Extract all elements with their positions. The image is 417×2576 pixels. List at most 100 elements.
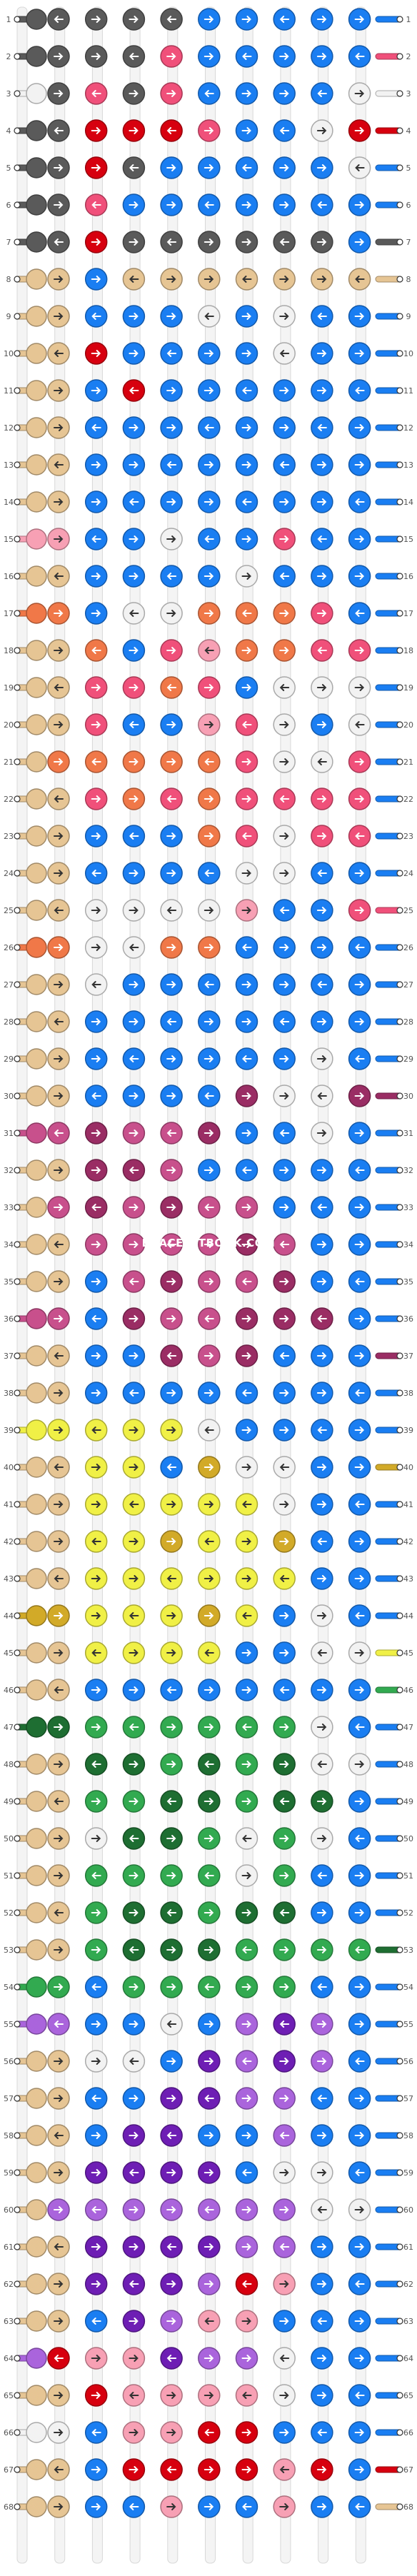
arrow-right-icon: [316, 1835, 327, 1842]
row-label-right: 33: [403, 1203, 413, 1212]
right-edge-end: [396, 313, 403, 320]
edge-knot-left: [26, 2199, 47, 2220]
arrow-left-icon: [166, 238, 177, 246]
arrow-left-icon: [166, 2021, 177, 2028]
arrow-right-icon: [316, 1501, 327, 1508]
arrow-right-icon: [204, 2392, 214, 2399]
arrow-left-icon: [129, 498, 139, 505]
arrow-right-icon: [316, 1129, 327, 1137]
arrow-left-icon: [355, 1389, 365, 1397]
arrow-right-icon: [166, 498, 176, 505]
arrow-left-icon: [317, 758, 327, 765]
arrow-right-icon: [91, 1018, 101, 1025]
row-label-right: 27: [403, 980, 413, 990]
row-label-left: 28: [4, 1017, 14, 1027]
arrow-left-icon: [54, 350, 64, 357]
right-edge-end: [396, 424, 403, 431]
right-edge-end: [396, 1092, 403, 1100]
row-label-right: 24: [403, 869, 413, 878]
arrow-right-icon: [204, 2355, 214, 2362]
arrow-left-icon: [166, 2355, 177, 2362]
left-edge-end: [14, 832, 21, 840]
arrow-right-icon: [54, 2058, 64, 2065]
arrow-left-icon: [355, 944, 365, 951]
arrow-left-icon: [166, 1018, 177, 1025]
row-label-left: 43: [4, 1574, 14, 1584]
arrow-right-icon: [354, 238, 365, 246]
edge-knot-left: [26, 751, 47, 773]
arrow-right-icon: [91, 2466, 101, 2473]
arrow-right-icon: [241, 2095, 251, 2102]
arrow-right-icon: [279, 2503, 289, 2510]
left-edge-end: [14, 907, 21, 914]
row-label-right: 55: [403, 2020, 413, 2029]
arrow-right-icon: [204, 387, 214, 394]
arrow-right-icon: [166, 2503, 176, 2510]
arrow-right-icon: [54, 1092, 64, 1100]
arrow-right-icon: [91, 907, 101, 914]
row-label-right: 40: [403, 1463, 413, 1472]
arrow-right-icon: [354, 350, 365, 357]
left-edge-end: [14, 1686, 21, 1694]
row-label-left: 26: [4, 943, 14, 952]
arrow-left-icon: [355, 164, 365, 171]
edge-knot-left: [26, 1345, 47, 1367]
left-edge-end: [14, 164, 21, 171]
arrow-right-icon: [166, 313, 176, 320]
arrow-right-icon: [204, 1241, 214, 1248]
arrow-left-icon: [204, 424, 214, 431]
edge-knot-left: [26, 343, 47, 364]
arrow-right-icon: [166, 647, 176, 654]
right-edge-end: [396, 1946, 403, 1953]
arrow-left-icon: [242, 387, 252, 394]
arrow-left-icon: [129, 1278, 139, 1285]
arrow-right-icon: [354, 1018, 365, 1025]
arrow-right-icon: [316, 2355, 327, 2362]
arrow-right-icon: [129, 238, 139, 246]
arrow-right-icon: [316, 461, 327, 468]
arrow-left-icon: [54, 127, 64, 134]
arrow-right-icon: [54, 647, 64, 654]
right-edge-end: [396, 1241, 403, 1248]
row-label-left: 66: [4, 2428, 14, 2437]
row-label-left: 15: [4, 535, 14, 544]
arrow-right-icon: [166, 53, 176, 60]
row-label-right: 36: [403, 1314, 413, 1324]
arrow-right-icon: [54, 1983, 64, 1991]
left-edge-end: [14, 1464, 21, 1471]
edge-knot-left: [26, 2088, 47, 2109]
row-label-right: 23: [403, 832, 413, 841]
right-edge-end: [396, 1649, 403, 1656]
arrow-left-icon: [279, 238, 290, 246]
arrow-right-icon: [279, 53, 289, 60]
edge-knot-left: [26, 1791, 47, 1812]
row-label-right: 18: [403, 646, 413, 655]
edge-knot-left: [26, 2310, 47, 2332]
arrow-left-icon: [91, 1315, 101, 1322]
left-edge-end: [14, 2058, 21, 2065]
arrow-right-icon: [279, 2095, 289, 2102]
edge-knot-left: [26, 1716, 47, 1738]
row-label-right: 26: [403, 943, 413, 952]
arrow-right-icon: [316, 387, 327, 394]
arrow-left-icon: [242, 1389, 252, 1397]
arrow-right-icon: [354, 127, 365, 134]
arrow-right-icon: [279, 1278, 289, 1285]
arrow-right-icon: [91, 387, 101, 394]
arrow-left-icon: [204, 1872, 214, 1879]
arrow-right-icon: [354, 2466, 365, 2473]
row-label-left: 12: [4, 423, 14, 433]
arrow-left-icon: [279, 795, 290, 803]
arrow-right-icon: [166, 1204, 176, 1211]
row-label-right: 64: [403, 2354, 413, 2363]
arrow-left-icon: [166, 795, 177, 803]
left-edge-end: [14, 795, 21, 803]
arrow-right-icon: [166, 1872, 176, 1879]
row-label-right: 41: [403, 1500, 413, 1509]
row-label-right: 61: [403, 2243, 413, 2252]
arrow-right-icon: [129, 1575, 139, 1582]
left-edge-end: [14, 1167, 21, 1174]
arrow-right-icon: [354, 684, 365, 691]
right-edge-end: [396, 1389, 403, 1397]
